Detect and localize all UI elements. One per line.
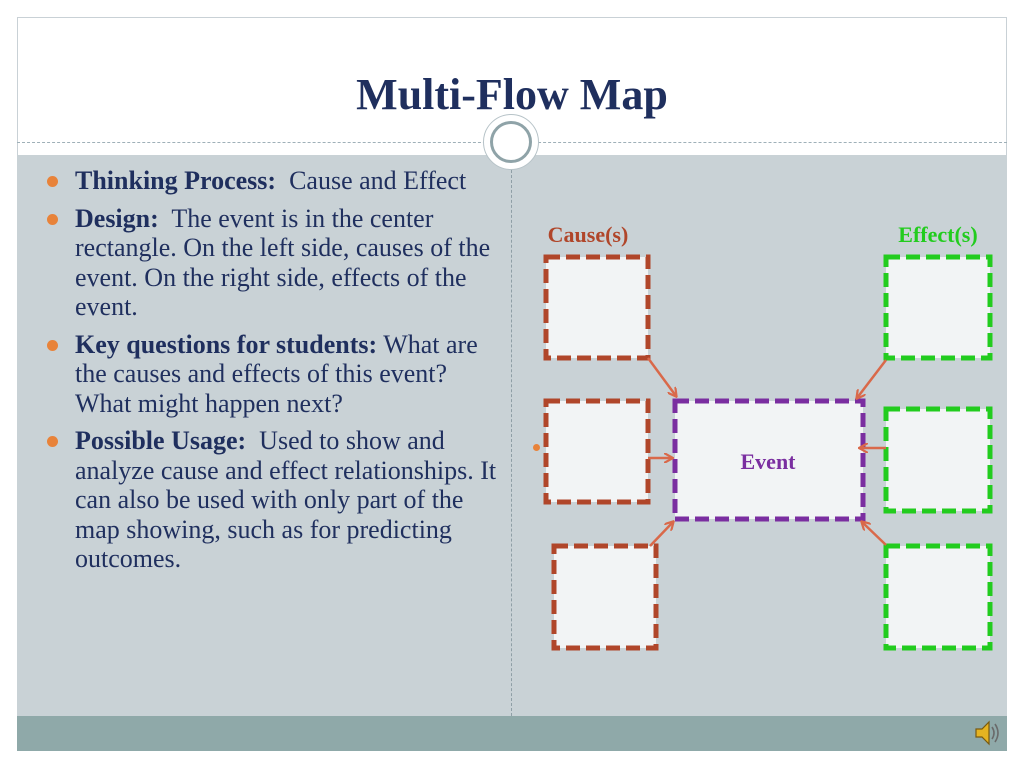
- effect-box-1: [883, 254, 993, 361]
- bullet-possible-usage: Possible Usage: Used to show and analyze…: [45, 426, 497, 574]
- bullet-text: Used to show and analyze cause and effec…: [75, 426, 497, 573]
- bullet-dot-icon: [47, 436, 58, 447]
- bullet-dot-icon: [47, 213, 58, 225]
- bullet-text: Cause and Effect: [289, 166, 467, 195]
- causes-label: Cause(s): [548, 222, 629, 247]
- cause-arrow-3: [649, 522, 673, 547]
- bullet-design: Design: The event is in the center recta…: [45, 204, 497, 322]
- event-box: [672, 398, 866, 522]
- effects-label: Effect(s): [898, 222, 977, 247]
- bullet-term: Possible Usage:: [75, 426, 247, 455]
- cause-arrow-1: [646, 357, 676, 396]
- column-divider: [511, 170, 512, 716]
- bullet-thinking-process: Thinking Process: Cause and Effect: [45, 166, 497, 196]
- divider-ring-inner: [490, 121, 532, 163]
- title-area: Multi-Flow Map: [17, 17, 1007, 143]
- bullet-term: Key questions for students:: [75, 329, 378, 359]
- bullet-dot-icon: [47, 339, 58, 351]
- bullet-term: Thinking Process:: [75, 166, 277, 195]
- bullet-term: Design:: [75, 203, 159, 233]
- cause-box-2: [543, 398, 651, 505]
- footer-bar: [17, 716, 1007, 751]
- divider-ring-ornament: [483, 114, 539, 170]
- effect-box-3: [883, 543, 993, 651]
- bullet-key-questions: Key questions for students: What are the…: [45, 330, 497, 419]
- bullet-text: The event is in the center rectangle. On…: [75, 203, 491, 322]
- effect-arrow-3: [862, 522, 887, 546]
- cause-box-3: [551, 543, 659, 651]
- speaker-icon[interactable]: [972, 716, 1002, 750]
- cause-box-1: [543, 254, 651, 361]
- bullet-list: Thinking Process: Cause and Effect Desig…: [45, 166, 497, 582]
- stray-bullet-dot-icon: [533, 444, 540, 451]
- slide-title: Multi-Flow Map: [356, 70, 668, 119]
- effect-box-2: [883, 406, 993, 514]
- bullet-dot-icon: [47, 176, 58, 187]
- bullet-text: What are the causes and effects of this …: [75, 329, 478, 418]
- event-label: Event: [741, 449, 797, 474]
- effect-arrow-1: [857, 359, 887, 398]
